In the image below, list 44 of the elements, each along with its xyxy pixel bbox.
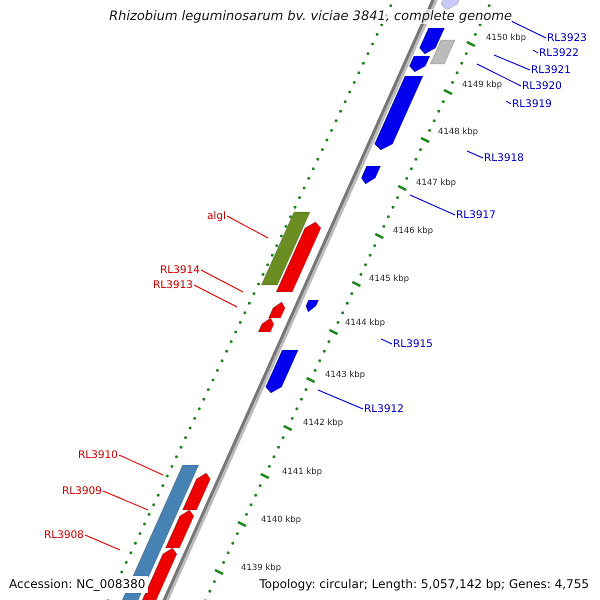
- gene-label: RL3922: [539, 47, 579, 59]
- tick-label: 4150 kbp: [486, 33, 526, 43]
- leader-line: [476, 64, 522, 86]
- tick-label: 4148 kbp: [438, 127, 478, 137]
- leader-line: [194, 284, 238, 308]
- tick-label: 4140 kbp: [261, 515, 302, 525]
- tick-label: 4143 kbp: [325, 370, 366, 380]
- gene-label: RL3908: [44, 529, 84, 541]
- tick-label: 4142 kbp: [303, 418, 344, 428]
- gene-label: RL3909: [62, 485, 102, 497]
- gene-label: RL3913: [153, 279, 193, 291]
- gene-label: RL3910: [78, 449, 118, 461]
- gene-label: RL3919: [512, 98, 552, 110]
- gene-label: RL3917: [456, 209, 496, 221]
- leader-line: [510, 20, 546, 38]
- gene-label: RL3923: [547, 32, 587, 44]
- gene-label: RL3912: [364, 403, 404, 415]
- gene-label: RL3920: [522, 80, 562, 92]
- leader-line: [410, 194, 456, 216]
- tick-label: 4144 kbp: [345, 318, 386, 328]
- tick-label: 4145 kbp: [369, 274, 410, 284]
- gene-label: RL3914: [160, 264, 200, 276]
- leader-line: [84, 534, 120, 550]
- gene-label: RL3918: [484, 152, 524, 164]
- tick-label: 4141 kbp: [282, 467, 322, 477]
- tick-label: 4146 kbp: [393, 226, 434, 236]
- tick-label: 4149 kbp: [462, 80, 502, 90]
- map-title: Rhizobium leguminosarum bv. viciae 3841, complete genome: [109, 9, 512, 24]
- gene-label: RL3915: [393, 338, 433, 350]
- leader-line: [102, 490, 148, 510]
- leader-line: [506, 100, 512, 104]
- leader-line: [226, 216, 268, 238]
- leader-line: [532, 50, 538, 54]
- accession-text: Accession: NC_008380: [6, 576, 148, 593]
- tick-label: 4139 kbp: [241, 563, 282, 573]
- gene-label: RL3921: [531, 64, 571, 76]
- leader-line: [494, 54, 530, 70]
- tick-label: 4147 kbp: [416, 178, 456, 188]
- leader-line: [380, 338, 392, 344]
- gene-label: algI: [207, 210, 226, 222]
- leader-line: [466, 150, 484, 158]
- leader-line: [118, 454, 164, 476]
- leader-line: [200, 270, 244, 292]
- leader-line: [318, 390, 364, 410]
